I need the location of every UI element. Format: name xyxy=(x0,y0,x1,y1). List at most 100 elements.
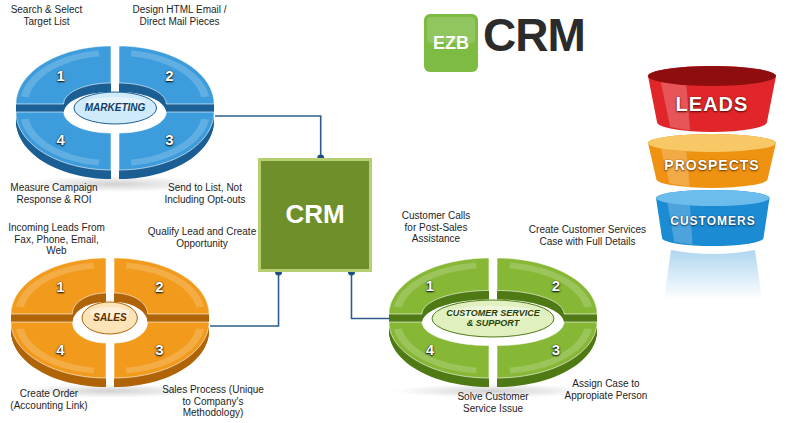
label-box: Design HTML Email / Direct Mail Pieces xyxy=(122,4,237,27)
step-caption: Send to List, Not Including Opt-outs xyxy=(150,182,260,205)
step-caption: Search & Select Target List xyxy=(4,4,89,27)
hub-title: SALES xyxy=(93,312,126,324)
band-title: CUSTOMERS xyxy=(670,215,755,229)
step-number: 2 xyxy=(552,277,560,294)
step-number: 4 xyxy=(57,131,65,148)
connector-group xyxy=(215,116,324,162)
band-rim xyxy=(648,66,776,86)
cycle-hub: SALES xyxy=(81,301,138,335)
label-box: CRM xyxy=(483,12,585,58)
step-number: 2 xyxy=(155,278,163,295)
segment-side xyxy=(11,323,106,379)
cycle-hub: CUSTOMER SERVICE & SUPPORT xyxy=(431,299,555,338)
band-title: LEADS xyxy=(676,93,749,116)
cycle-step: 4 xyxy=(11,322,108,389)
step-caption: Create Customer Services Case with Full … xyxy=(520,224,655,247)
hub-fill xyxy=(74,92,157,124)
band-rim xyxy=(656,190,770,206)
segment-top xyxy=(11,258,106,314)
segment-side xyxy=(497,259,597,315)
segment-side xyxy=(119,47,214,105)
cycle-step: 3 xyxy=(119,112,216,181)
cycle-step: 4 xyxy=(16,112,113,181)
segment-top xyxy=(11,322,106,378)
step-caption: Incoming Leads From Fax, Phone, Email, W… xyxy=(4,222,109,257)
step-number: 1 xyxy=(56,278,64,295)
segment-top xyxy=(119,46,214,104)
hub-fill xyxy=(432,300,554,337)
segment-side xyxy=(114,259,209,315)
connector xyxy=(210,272,279,326)
band-rim xyxy=(648,134,776,152)
segment-top xyxy=(389,322,489,378)
segment-side xyxy=(119,113,214,171)
funnel-band: PROSPECTS xyxy=(648,134,776,188)
step-number: 3 xyxy=(165,131,173,148)
segment-top xyxy=(497,258,597,314)
segment-gloss xyxy=(394,328,477,373)
segment-top xyxy=(114,322,209,378)
segment-side xyxy=(16,113,111,171)
segment-gloss xyxy=(509,263,592,308)
step-number: 3 xyxy=(155,341,163,358)
band-title: PROSPECTS xyxy=(664,157,759,173)
band-body xyxy=(656,190,770,246)
segment-side xyxy=(389,323,489,379)
ring-segment xyxy=(389,322,491,389)
segment-gloss xyxy=(21,51,100,98)
segment-gloss xyxy=(126,263,205,308)
segment-side xyxy=(114,323,209,379)
hub-title: CUSTOMER SERVICE & SUPPORT xyxy=(443,308,543,329)
label-box: Assign Case to Appropiate Person xyxy=(560,378,652,401)
segment-top xyxy=(497,322,597,378)
segment-top xyxy=(114,258,209,314)
label-box: Qualify Lead and Create Opportunity xyxy=(146,226,258,249)
hub-fill xyxy=(82,302,137,334)
cycle-hub: MARKETING xyxy=(73,91,158,125)
step-caption: Qualify Lead and Create Opportunity xyxy=(146,226,258,249)
segment-top xyxy=(16,112,111,170)
segment-top xyxy=(16,46,111,104)
label-box: Sales Process (Unique to Company's Metho… xyxy=(160,384,266,419)
step-caption: Create Order (Accounting Link) xyxy=(4,388,94,411)
step-number: 1 xyxy=(426,277,434,294)
band-body xyxy=(648,134,776,188)
segment-gloss xyxy=(126,328,205,373)
label-box: Solve Customer Service Issue xyxy=(440,391,546,414)
connector xyxy=(351,272,390,319)
segment-top xyxy=(389,258,489,314)
step-caption: Sales Process (Unique to Company's Metho… xyxy=(160,384,266,419)
segment-side xyxy=(497,323,597,379)
step-caption: Solve Customer Service Issue xyxy=(440,391,546,414)
logo-text: EZB xyxy=(433,33,469,54)
funnel-band: LEADS xyxy=(648,66,776,132)
band-body xyxy=(648,66,776,132)
segment-side xyxy=(389,259,489,315)
connector xyxy=(215,116,321,158)
label-box: Customer Calls for Post-Sales Assistance xyxy=(398,210,474,245)
label-box: Create Order (Accounting Link) xyxy=(4,388,94,411)
label-box: Create Customer Services Case with Full … xyxy=(520,224,655,247)
label-box: Send to List, Not Including Opt-outs xyxy=(150,182,260,205)
logo-wordmark: CRM xyxy=(483,12,585,58)
segment-gloss xyxy=(16,263,95,308)
funnel-band: CUSTOMERS xyxy=(656,190,770,246)
segment-gloss xyxy=(131,119,210,166)
segment-gloss xyxy=(131,51,210,98)
step-caption: Customer Calls for Post-Sales Assistance xyxy=(398,210,474,245)
cycle-step: 3 xyxy=(114,322,211,389)
badge-fill xyxy=(424,14,478,72)
hub-title: MARKETING xyxy=(85,102,146,114)
step-number: 4 xyxy=(56,341,64,358)
segment-gloss xyxy=(509,328,592,373)
box-fill xyxy=(260,160,371,271)
cycle-step: 2 xyxy=(114,258,211,325)
label-box: Incoming Leads From Fax, Phone, Email, W… xyxy=(4,222,109,257)
connector-group xyxy=(210,269,282,327)
step-number: 1 xyxy=(57,67,65,84)
step-caption: Design HTML Email / Direct Mail Pieces xyxy=(122,4,237,27)
label-box: Search & Select Target List xyxy=(4,4,89,27)
label-box: Measure Campaign Response & ROI xyxy=(4,182,104,205)
